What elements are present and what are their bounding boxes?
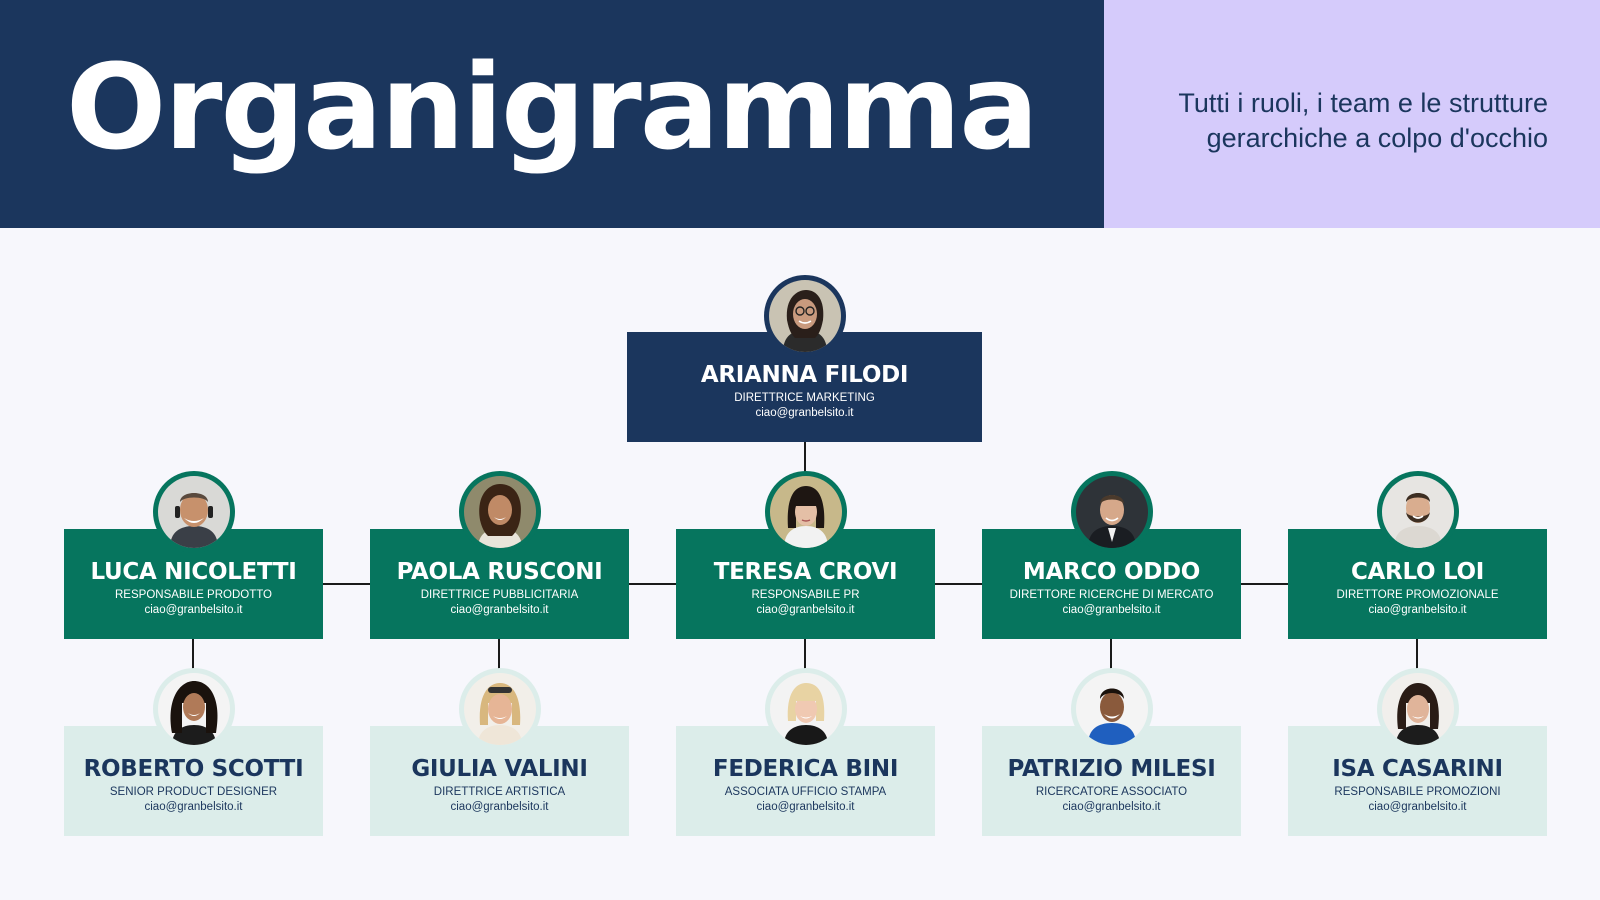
person-name: ARIANNA FILODI: [700, 362, 909, 388]
person-name: ROBERTO SCOTTI: [83, 756, 304, 782]
header-subtitle-panel: Tutti i ruoli, i team e le strutture ger…: [1104, 0, 1600, 228]
smiling-man-photo: [1076, 673, 1148, 745]
blonde-woman-photo: [770, 673, 842, 745]
page-subtitle: Tutti i ruoli, i team e le strutture ger…: [1178, 88, 1548, 153]
person-email: ciao@granbelsito.it: [1368, 604, 1467, 616]
smiling-man-headphones-photo: [158, 476, 230, 548]
person-name: ISA CASARINI: [1332, 756, 1503, 782]
woman-bangs-photo: [770, 476, 842, 548]
person-name: MARCO ODDO: [1022, 559, 1201, 585]
person-name: TERESA CROVI: [713, 559, 898, 585]
person-email: ciao@granbelsito.it: [144, 801, 243, 813]
org-card-head: ARIANNA FILODI DIRETTRICE MARKETING ciao…: [627, 332, 982, 442]
person-email: ciao@granbelsito.it: [1062, 604, 1161, 616]
person-email: ciao@granbelsito.it: [756, 801, 855, 813]
person-name: PAOLA RUSCONI: [396, 559, 603, 585]
curly-hair-woman-photo: [464, 476, 536, 548]
avatar-manager: [1377, 471, 1459, 553]
person-role: ASSOCIATA UFFICIO STAMPA: [724, 786, 887, 798]
man-suit-photo: [1076, 476, 1148, 548]
person-email: ciao@granbelsito.it: [756, 604, 855, 616]
person-name: PATRIZIO MILESI: [1007, 756, 1216, 782]
person-name: GIULIA VALINI: [411, 756, 588, 782]
avatar-staff: [1071, 668, 1153, 750]
person-role: DIRETTRICE ARTISTICA: [433, 786, 566, 798]
person-email: ciao@granbelsito.it: [1368, 801, 1467, 813]
org-card-manager: LUCA NICOLETTI RESPONSABILE PRODOTTO cia…: [64, 529, 323, 639]
avatar-staff: [459, 668, 541, 750]
person-email: ciao@granbelsito.it: [450, 801, 549, 813]
org-card-staff: FEDERICA BINI ASSOCIATA UFFICIO STAMPA c…: [676, 726, 935, 836]
long-curly-hair-person-photo: [158, 673, 230, 745]
person-email: ciao@granbelsito.it: [144, 604, 243, 616]
person-role: DIRETTRICE PUBBLICITARIA: [420, 589, 579, 601]
person-name: CARLO LOI: [1350, 559, 1485, 585]
connector-manager-staff-5: [1416, 638, 1418, 674]
person-email: ciao@granbelsito.it: [755, 407, 854, 419]
avatar-manager: [765, 471, 847, 553]
connector-manager-staff-2: [498, 638, 500, 674]
person-role: SENIOR PRODUCT DESIGNER: [109, 786, 278, 798]
connector-manager-staff-3: [804, 638, 806, 674]
person-role: DIRETTORE RICERCHE DI MERCATO: [1009, 589, 1214, 601]
avatar-staff: [153, 668, 235, 750]
person-role: DIRETTORE PROMOZIONALE: [1336, 589, 1499, 601]
connector-manager-staff-1: [192, 638, 194, 674]
bearded-man-photo: [1382, 476, 1454, 548]
avatar-staff: [765, 668, 847, 750]
person-role: RESPONSABILE PR: [751, 589, 860, 601]
person-name: LUCA NICOLETTI: [90, 559, 297, 585]
avatar-manager: [153, 471, 235, 553]
avatar-staff: [1377, 668, 1459, 750]
page-title: Organigramma: [66, 38, 1039, 176]
header-banner: Organigramma: [0, 0, 1104, 228]
woman-glasses-photo: [769, 280, 841, 352]
blonde-woman-sunglasses-photo: [464, 673, 536, 745]
person-name: FEDERICA BINI: [712, 756, 899, 782]
person-email: ciao@granbelsito.it: [1062, 801, 1161, 813]
person-role: DIRETTRICE MARKETING: [734, 392, 875, 404]
avatar-manager: [1071, 471, 1153, 553]
dark-hair-woman-photo: [1382, 673, 1454, 745]
avatar-manager: [459, 471, 541, 553]
person-role: RESPONSABILE PROMOZIONI: [1334, 786, 1501, 798]
connector-manager-staff-4: [1110, 638, 1112, 674]
person-email: ciao@granbelsito.it: [450, 604, 549, 616]
person-role: RICERCATORE ASSOCIATO: [1035, 786, 1188, 798]
avatar-head: [764, 275, 846, 357]
person-role: RESPONSABILE PRODOTTO: [115, 589, 272, 601]
